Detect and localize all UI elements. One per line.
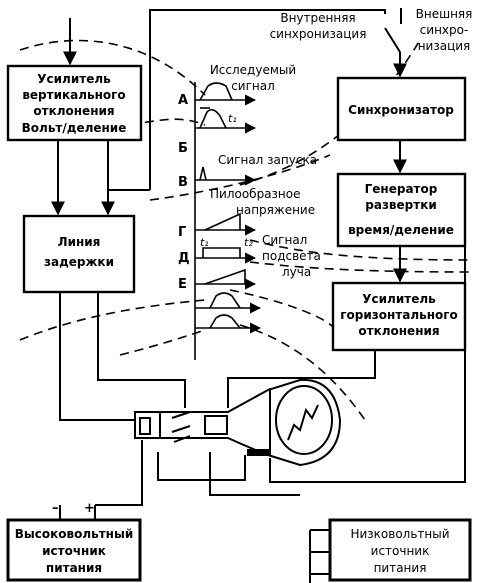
waveform-beam [202,247,241,258]
investigated-signal-line-1: Исследуемый [210,63,296,77]
dash-v [149,154,331,201]
low-voltage-supply-block [328,518,472,582]
delay-to-crt-wire-2 [59,292,135,421]
horizontal-amplifier-block [331,281,467,352]
external-sync-line-2: синхро- [420,23,469,37]
hamp-line-3: отклонения [358,324,439,338]
external-sync-line-3: низация [418,39,471,53]
crt-tube [134,378,342,467]
hv-line-2: источник [42,544,106,558]
gen-line-3: время/деление [348,223,454,237]
hv-plus-label: + [84,501,95,516]
t1b-label: t₁ [200,236,209,249]
waveform-saw-e [204,268,246,285]
waveform-trigger [199,166,207,181]
sync-bus-wire [149,9,386,190]
hv-minus-label: – [52,501,59,516]
delay-line-1: Линия [58,235,101,249]
high-voltage-supply-block [6,518,142,582]
internal-sync-line-1: Внутренняя [280,11,355,25]
dash-sync [239,39,421,186]
dash-crt-1 [19,299,206,341]
cathode-lead [95,440,143,506]
signal-label-g: Г [178,225,186,240]
hamp-to-crt-wire [227,350,376,408]
sync-line-1: Синхронизатор [348,103,454,117]
lv-line-3: питания [374,561,427,575]
delay-line-block [22,214,136,294]
synchronizer-block [336,76,467,142]
signal-label-d: Д [178,251,190,266]
t2-label: t₂ [244,236,253,249]
dash-e [229,289,336,331]
waveform-out-1 [209,292,241,309]
beam-signal-line-2: подсвета [262,249,321,263]
hv-line-3: питания [46,561,102,575]
external-sync-line-1: Внешняя [416,7,473,21]
hamp-line-1: Усилитель [362,292,436,306]
gen-to-grid-wire [269,232,466,483]
vamp-line-2: вертикального [22,88,125,102]
switch-blade [384,27,401,53]
signal-label-a: А [178,93,188,108]
vamp-line-4: Вольт/деление [22,121,127,135]
investigated-signal-line-2: сигнал [231,79,275,93]
saw-label-line-1: Пилообразное [210,187,301,201]
saw-label-line-2: напряжение [236,203,315,217]
sweep-generator-block [336,172,467,248]
lv-line-1: Низковольтный [350,527,449,541]
signal-label-v: В [178,175,188,190]
grid-lead [157,452,246,481]
gen-line-2: развертки [365,198,437,212]
dash-g [249,239,471,261]
waveform-b [199,108,227,129]
internal-sync-line-2: синхронизация [270,27,367,41]
delay-line-2: задержки [44,255,114,269]
beam-signal-line-3: луча [282,265,311,279]
crt-deflection-plates [171,411,191,443]
t1-label: t₁ [228,112,237,125]
hv-line-1: Высоковольтный [15,527,133,541]
waveform-out-2 [209,314,241,329]
crt-trace [287,404,319,441]
gen-line-1: Генератор [365,182,438,196]
signal-label-b: Б [178,141,188,156]
anode-lead [209,452,300,496]
waveform-saw [204,212,241,231]
crt-screen [275,385,333,455]
vertical-amplifier-block [6,64,143,142]
crt-bottom-terminal [247,449,269,456]
signal-label-e: Е [178,277,187,292]
dash-crt-3 [119,329,206,356]
crt-anode [204,415,228,435]
lv-line-2: источник [371,544,430,558]
dash-a [19,39,206,96]
vamp-line-1: Усилитель [37,72,111,86]
crt-cathode [139,417,151,435]
beam-signal-line-1: Сигнал [262,233,307,247]
hamp-line-2: горизонтального [340,308,458,322]
trigger-signal-label: Сигнал запуска [218,153,317,167]
delay-to-crt-wire [97,292,186,408]
vamp-line-3: отклонения [33,104,114,118]
dash-d [249,261,471,273]
waveform-a [199,82,233,101]
